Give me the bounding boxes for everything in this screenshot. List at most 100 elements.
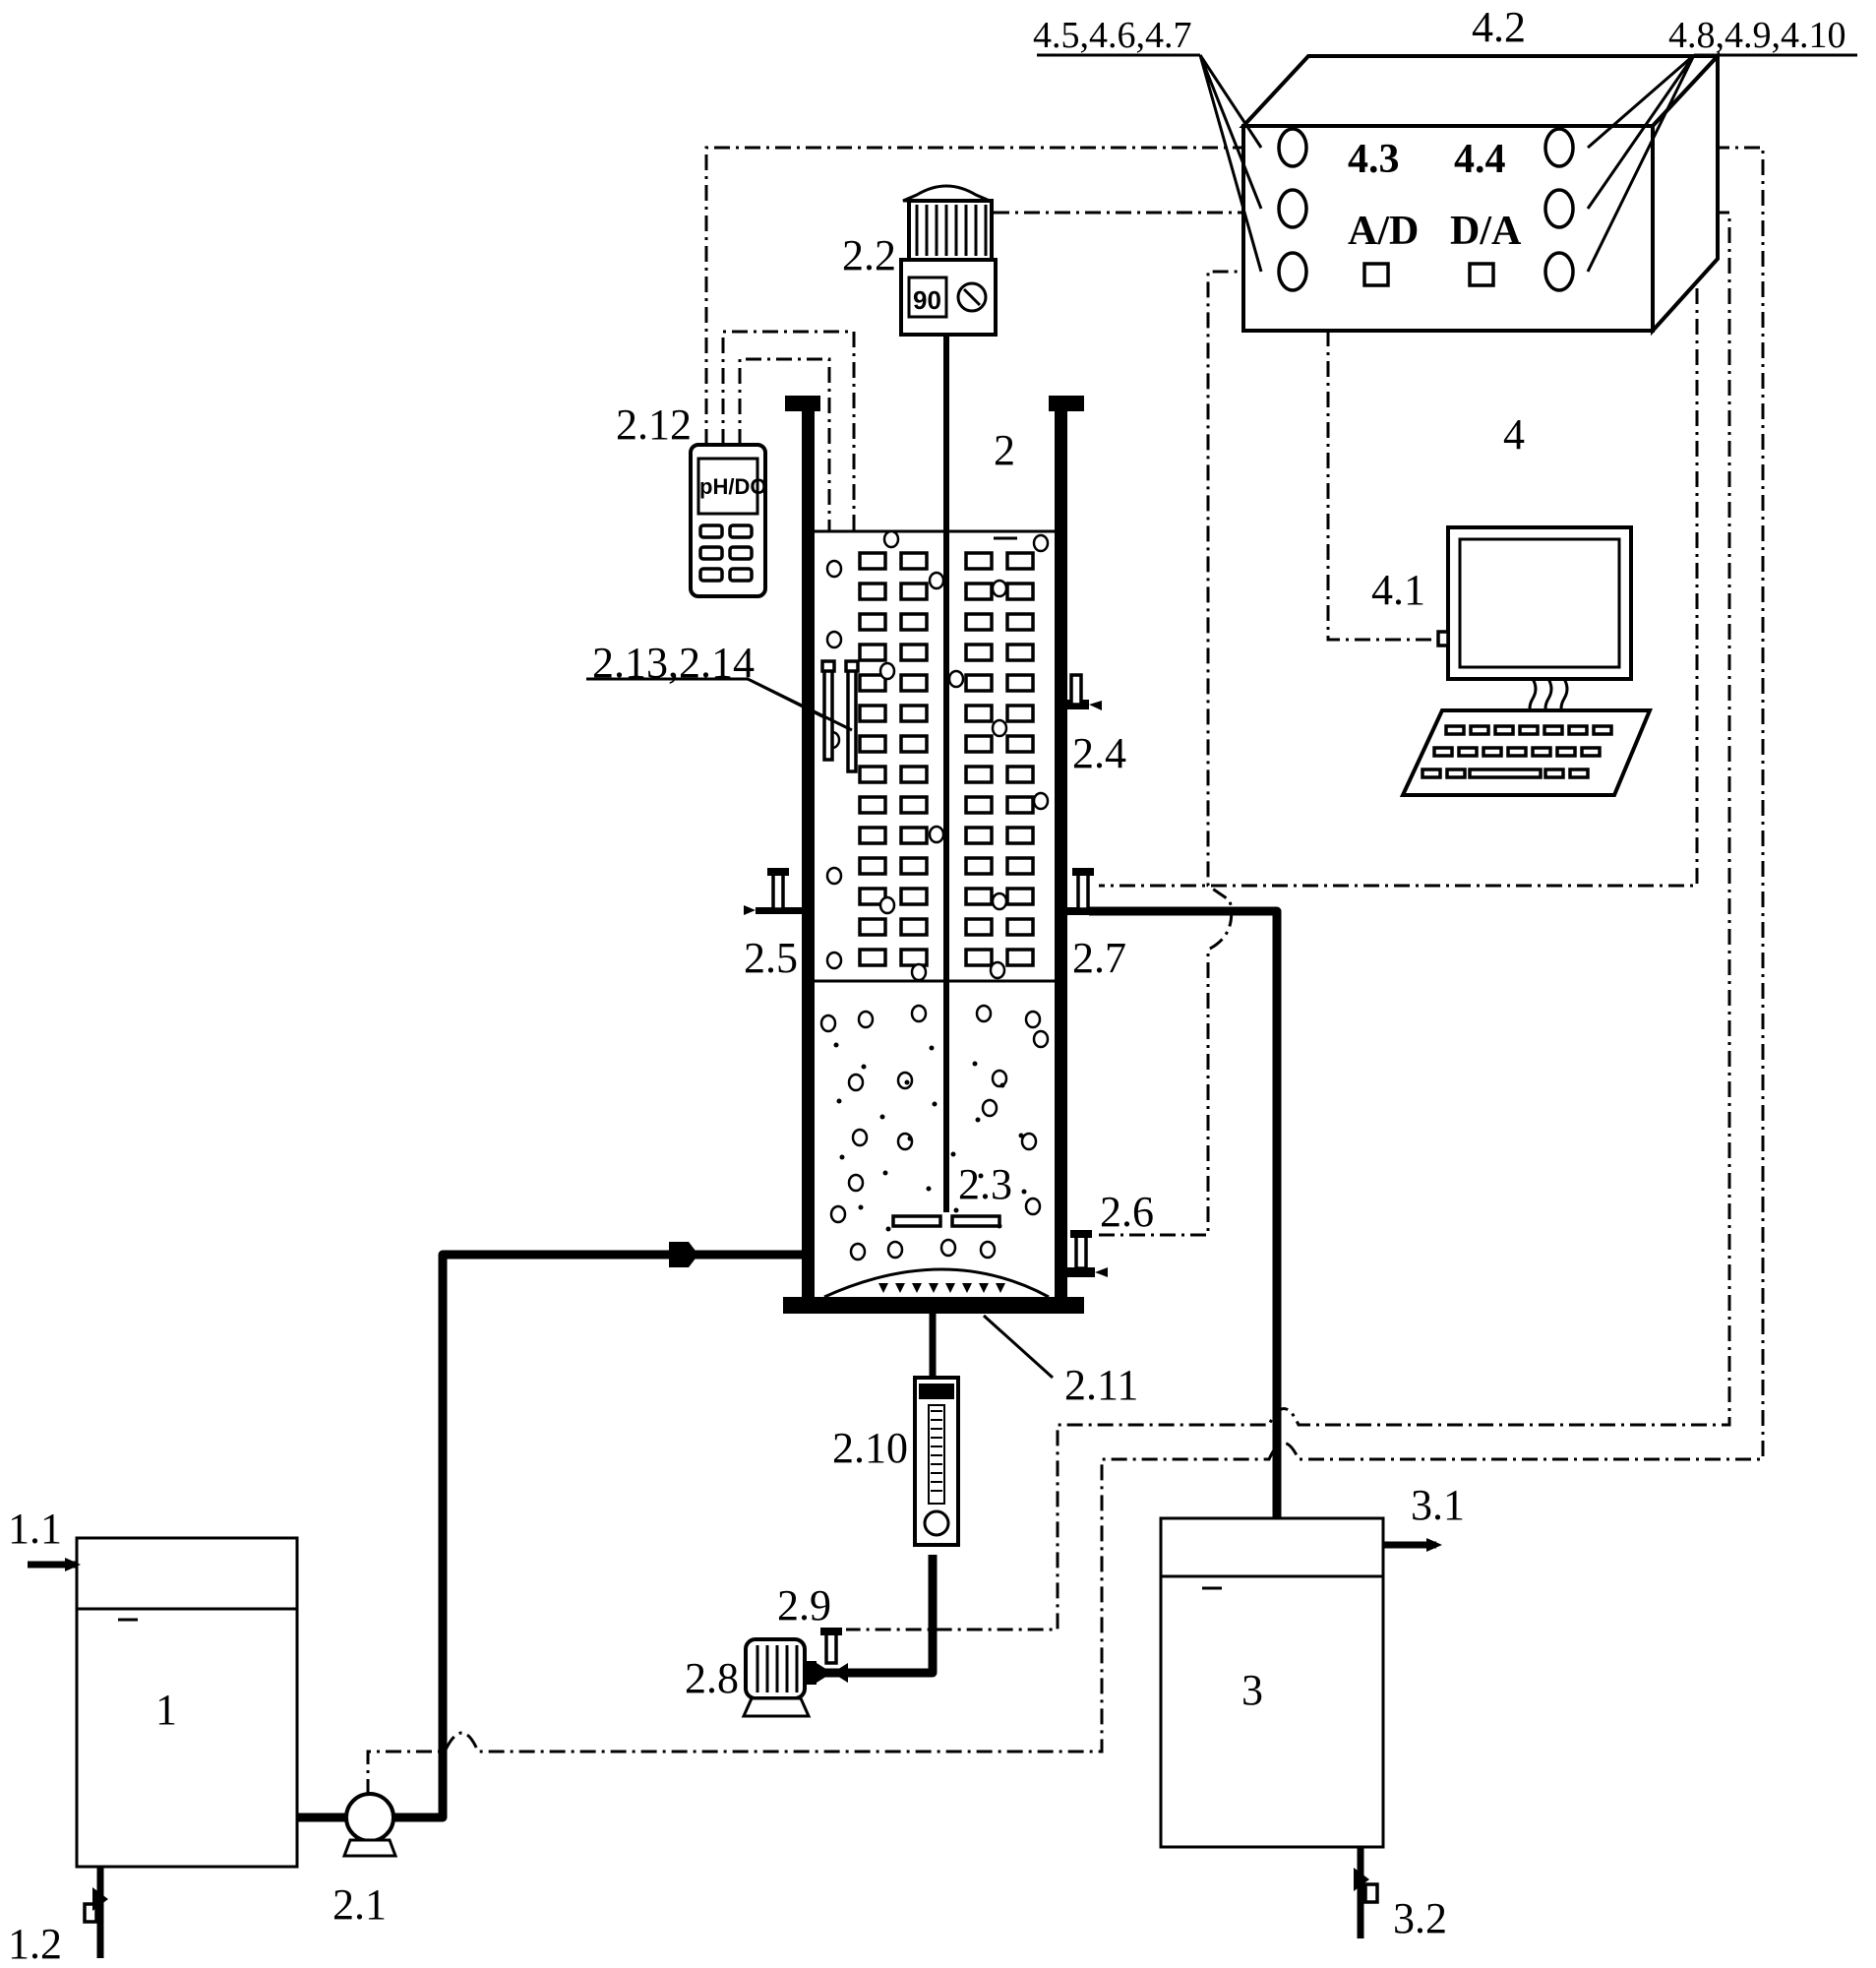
media-block	[858, 551, 887, 571]
bubble	[825, 630, 843, 649]
media-block	[899, 643, 929, 662]
part-labels: 1 1.1 1.2 2.1 2 2.2 2.3 2.4 2.5 2.6 2.7 …	[8, 3, 1846, 1968]
media-block	[1005, 917, 1035, 937]
media-block	[1005, 734, 1035, 754]
label-diffuser: 2.11	[1064, 1361, 1138, 1409]
media-block	[899, 582, 929, 601]
flow-knob-icon	[923, 1509, 950, 1537]
label-port-2-6: 2.6	[1100, 1188, 1154, 1236]
media-block	[964, 917, 994, 937]
media-block	[964, 887, 994, 906]
stirrer-motor: 90	[899, 184, 998, 337]
media-block	[964, 551, 994, 571]
media-block	[858, 856, 887, 876]
bubble	[1020, 1132, 1038, 1151]
bubble	[989, 960, 1006, 980]
label-probes: 2.13,2.14	[592, 639, 755, 687]
impeller-blade-icon	[891, 1214, 942, 1228]
bubble	[1024, 1197, 1042, 1216]
media-block	[858, 887, 887, 906]
da-module-number: 4.4	[1454, 137, 1506, 182]
bubble	[896, 1132, 914, 1151]
media-block	[964, 765, 994, 784]
bubble	[928, 571, 945, 590]
motor-display: 90	[913, 285, 941, 315]
media-block	[1005, 551, 1035, 571]
check-valve-icon	[669, 1242, 698, 1267]
bubble	[847, 1173, 865, 1193]
media-block	[858, 673, 887, 693]
media-block	[899, 612, 929, 632]
media-block	[899, 917, 929, 937]
media-block	[1005, 826, 1035, 845]
bubble	[991, 579, 1008, 598]
ph-do-meter: pH/DO	[689, 443, 767, 598]
packing-media	[858, 551, 1035, 967]
output-terminal-icon	[1543, 251, 1575, 292]
air-bubbles	[819, 529, 1050, 1261]
effluent-tank	[1159, 1516, 1442, 1938]
bubble	[819, 1014, 837, 1033]
control-box: 4.3 4.4 A/D D/A	[1037, 50, 1857, 337]
label-feed-inlet: 1.1	[8, 1505, 62, 1553]
label-tank-feed: 1	[155, 1686, 177, 1734]
bubble	[991, 718, 1008, 738]
media-block	[899, 887, 929, 906]
air-valve-icon	[824, 1631, 838, 1665]
media-block	[899, 673, 929, 693]
media-block	[858, 826, 887, 845]
media-block	[1005, 856, 1035, 876]
media-block	[858, 643, 887, 662]
reactor	[586, 335, 1084, 1314]
keyboard-keys	[1421, 724, 1613, 779]
bubble	[910, 1004, 928, 1023]
media-block	[1005, 948, 1035, 967]
media-block	[1005, 582, 1035, 601]
media-block	[1005, 887, 1035, 906]
bubble	[825, 559, 843, 579]
label-control-box: 4.2	[1472, 3, 1526, 51]
media-block	[964, 582, 994, 601]
ad-module-number: 4.3	[1348, 137, 1400, 182]
bubble	[975, 1004, 993, 1023]
media-block	[964, 795, 994, 815]
air-pump	[741, 1628, 848, 1718]
media-block	[964, 856, 994, 876]
label-feed-drain: 1.2	[8, 1920, 62, 1968]
media-block	[1005, 765, 1035, 784]
output-terminal-icon	[1543, 127, 1575, 168]
media-block	[899, 948, 929, 967]
media-block	[899, 765, 929, 784]
input-terminal-icon	[1277, 127, 1308, 168]
ad-label: A/D	[1348, 209, 1419, 254]
bubble	[878, 895, 896, 915]
bubble	[1032, 791, 1050, 811]
output-terminal-icon	[1543, 188, 1575, 229]
media-block	[858, 917, 887, 937]
label-impeller: 2.3	[958, 1160, 1012, 1208]
bubble	[910, 962, 928, 982]
media-block	[858, 795, 887, 815]
impeller-blade-icon	[950, 1214, 1001, 1228]
media-block	[858, 704, 887, 723]
bubble	[878, 661, 896, 681]
media-block	[964, 734, 994, 754]
bubble	[991, 892, 1008, 911]
media-block	[899, 826, 929, 845]
bubble	[849, 1242, 867, 1261]
label-ph-do-meter: 2.12	[616, 400, 692, 449]
media-block	[858, 582, 887, 601]
media-block	[964, 826, 994, 845]
label-flowmeter: 2.10	[832, 1424, 908, 1472]
media-block	[1005, 673, 1035, 693]
meter-keypad	[698, 523, 754, 583]
label-tank-effluent: 3	[1241, 1666, 1263, 1714]
computer	[1399, 525, 1654, 797]
bubble	[825, 866, 843, 886]
media-block	[964, 673, 994, 693]
bubble	[1024, 1010, 1042, 1029]
bubble	[896, 1071, 914, 1090]
bubble	[847, 1073, 865, 1092]
bubble	[991, 1069, 1008, 1088]
label-inputs-group: 4.5,4.6,4.7	[1033, 15, 1192, 56]
